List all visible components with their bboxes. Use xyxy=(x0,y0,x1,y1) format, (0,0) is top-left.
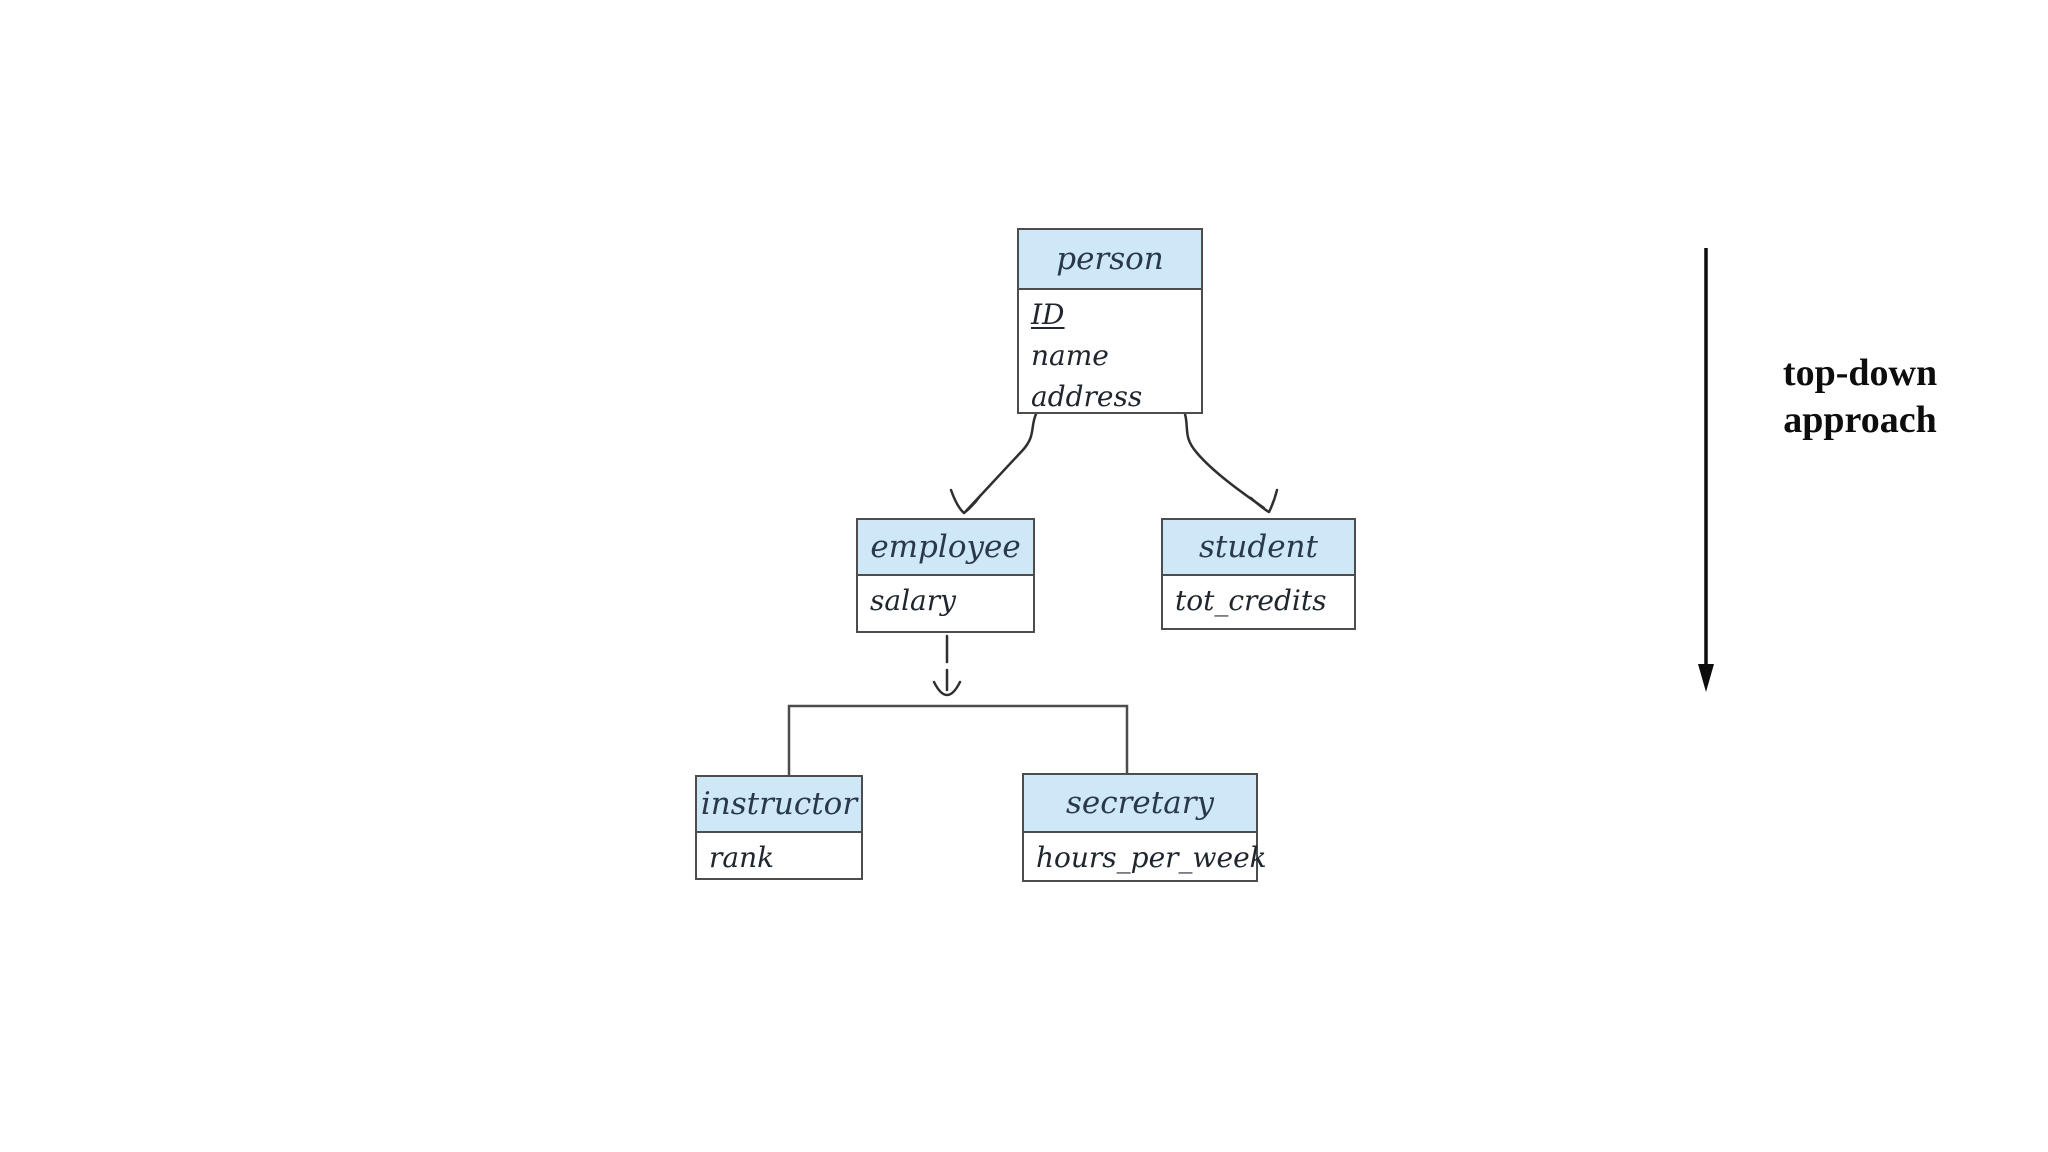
entity-employee-attributes: salary xyxy=(858,576,1033,621)
entity-student-attributes: tot_credits xyxy=(1163,576,1354,621)
entity-student: student tot_credits xyxy=(1161,518,1356,630)
edge-person-employee xyxy=(949,412,1038,515)
top-down-annotation: top-down approach xyxy=(1770,350,1950,444)
entity-employee-name: employee xyxy=(870,529,1021,565)
entity-student-header: student xyxy=(1163,520,1354,576)
attribute-id: ID xyxy=(1031,298,1065,331)
attribute-salary: salary xyxy=(870,584,956,617)
attribute-hours-per-week: hours_per_week xyxy=(1036,841,1267,874)
entity-person-attributes: ID name address xyxy=(1019,290,1201,417)
entity-person-name: person xyxy=(1056,241,1164,277)
annotation-line-2: approach xyxy=(1783,399,1937,441)
entity-employee-header: employee xyxy=(858,520,1033,576)
attribute-rank: rank xyxy=(709,841,775,874)
entity-secretary-attributes: hours_per_week xyxy=(1024,833,1267,878)
arrowhead-children-icon xyxy=(932,680,962,697)
arrowhead-employee-icon xyxy=(949,488,982,515)
edge-person-student xyxy=(1183,412,1279,514)
entity-employee: employee salary xyxy=(856,518,1035,633)
entity-student-name: student xyxy=(1199,529,1318,565)
attribute-name: name xyxy=(1031,339,1109,372)
entity-instructor-attributes: rank xyxy=(697,833,861,878)
entity-secretary-name: secretary xyxy=(1065,785,1215,821)
arrowhead-student-icon xyxy=(1249,488,1279,514)
entity-secretary-header: secretary xyxy=(1024,775,1256,833)
entity-instructor-header: instructor xyxy=(697,777,861,833)
annotation-line-1: top-down xyxy=(1782,352,1938,394)
edge-employee-children xyxy=(787,634,1129,775)
attribute-address: address xyxy=(1031,380,1143,413)
top-down-arrow-icon xyxy=(1698,248,1714,692)
entity-person: person ID name address xyxy=(1017,228,1203,414)
entity-instructor-name: instructor xyxy=(700,786,858,822)
entity-instructor: instructor rank xyxy=(695,775,863,880)
attribute-tot-credits: tot_credits xyxy=(1175,584,1327,617)
entity-secretary: secretary hours_per_week xyxy=(1022,773,1267,882)
entity-person-header: person xyxy=(1019,230,1201,290)
